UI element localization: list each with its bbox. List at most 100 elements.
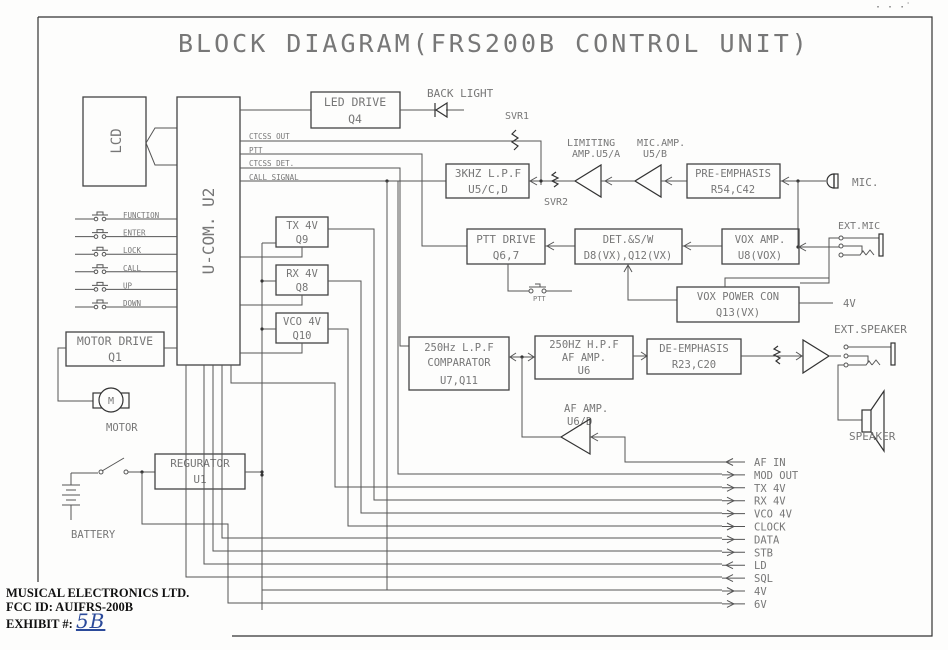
key-enter: ENTER [75,229,177,239]
led-drive-label: LED DRIVE [324,95,386,109]
det-sw-label: DET.&S/W [603,234,654,246]
stamp-exhibit-value: 5B [75,609,106,633]
pin-label: SQL [754,573,773,585]
pin-vco-4v: VCO 4V [722,509,793,521]
arrow-in-icon [724,574,734,583]
led-drive-block: LED DRIVE Q4 [310,91,401,129]
lcd-bus-arrow [145,127,177,166]
tx4v-ref: Q9 [296,234,309,246]
key-call: CALL [75,264,177,275]
pin-rx-4v: RX 4V [722,496,786,508]
push-switch-icon [92,211,108,222]
vox-power-label: VOX POWER CON [697,291,779,303]
lpf-3khz-block: 3KHZ L.P.F U5/C,D [445,163,530,199]
signal-ctcss-det: CTCSS DET. [249,159,294,168]
limiting-amp-icon [573,163,602,199]
pin-sql: SQL [722,573,773,585]
back-light-label: BACK LIGHT [427,87,494,100]
lpf-3khz-label: 3KHZ L.P.F [455,167,521,180]
det-sw-block: DET.&S/W D8(VX),Q12(VX) [574,228,683,265]
ptt-drive-ref: Q6,7 [493,249,520,262]
vox-power-ref: Q13(VX) [716,307,760,319]
pin-6v: 6V [722,599,767,611]
ext-speaker-label: EXT.SPEAKER [834,323,907,336]
af-amp-label: AF AMP. [564,403,608,415]
lpf-3khz-ref: U5/C,D [468,183,508,196]
frame-border [38,16,933,637]
speaker-label: SPEAKER [849,430,896,443]
arrow-out-icon [726,599,736,608]
det-sw-ref: D8(VX),Q12(VX) [584,250,673,262]
pre-emphasis-ref: R54,C42 [711,184,755,196]
regulator-u1-block: REGURATOR U1 [154,453,246,490]
arrow-out-icon [726,509,736,518]
vox-amp-block: VOX AMP. U8(VOX) [721,228,800,265]
svr1-label: SVR1 [505,111,529,122]
pin-label: 6V [754,599,767,611]
key-label: UP [123,281,133,290]
pin-label: RX 4V [754,496,786,508]
vox-4v-label: 4V [843,298,856,310]
pin-clock: CLOCK [722,522,786,534]
key-switches: FUNCTION ENTER LOCK CALL UP DOWN [75,211,177,310]
scan-speck: · · ·˙ [875,2,912,13]
arrow-out-icon [726,535,736,544]
lpf-250hz-ref: U7,Q11 [440,375,478,387]
vox-amp-ref: U8(VOX) [738,250,782,262]
signal-ptt: PTT [249,146,263,155]
pre-emphasis-block: PRE-EMPHASIS R54,C42 [686,163,781,199]
key-label: ENTER [123,229,146,238]
push-switch-icon [92,264,108,275]
speaker-amp-icon [802,338,831,375]
de-emphasis-block: DE-EMPHASIS R23,C20 [646,338,742,375]
arrow-in-icon [724,561,734,570]
key-label: FUNCTION [123,211,159,220]
pre-emphasis-label: PRE-EMPHASIS [695,168,771,180]
rx4v-block: RX 4V Q8 [275,264,329,296]
ext-speaker-jack-icon [843,342,896,368]
ext-mic-jack-icon [838,233,884,258]
arrow-out-icon [726,483,736,492]
af-amp-ref: U6/D [567,416,592,428]
key-down: DOWN [75,299,177,310]
stamp-fcc-id: FCC ID: AUIFRS-200B [6,600,134,614]
arrow-out-icon [726,522,736,531]
lcd-label: LCD [109,128,125,153]
pin-tx-4v: TX 4V [722,483,786,495]
svr2-resistor-icon [550,171,560,188]
speaker-icon [861,389,885,453]
regulator-label: REGURATOR [170,457,230,470]
lpf-250hz-comparator-block: 250Hz L.P.F COMPARATOR U7,Q11 [408,336,510,391]
rx4v-label: RX 4V [286,268,318,280]
pin-4v: 4V [722,586,767,598]
key-label: LOCK [123,246,142,255]
pin-ld: LD [722,560,767,572]
lcd-block: LCD [82,96,147,187]
key-label: CALL [123,264,142,273]
hpf-250hz-af-amp-block: 250HZ H.P.F AF AMP. U6 [534,335,634,380]
ucom-u2-block: U-COM. U2 [176,96,241,366]
ptt-switch-label: PTT [533,295,546,303]
hpf-250hz-ref: U6 [578,365,591,377]
key-up: UP [75,281,177,292]
push-switch-icon [92,229,108,239]
mic-label: MIC. [852,176,879,189]
arrow-out-icon [726,548,736,557]
motor-drive-block: MOTOR DRIVE Q1 [65,331,165,367]
vox-power-con-block: VOX POWER CON Q13(VX) [676,286,800,323]
ptt-switch-icon [528,283,547,294]
mic-amp-icon [633,163,662,199]
lpf-250hz-sub: COMPARATOR [427,357,491,369]
de-emphasis-label: DE-EMPHASIS [659,343,729,355]
arrow-in-icon [724,458,734,466]
battery-icon [62,473,80,520]
hpf-250hz-label: 250HZ H.P.F [549,339,619,351]
svr2-label: SVR2 [544,197,568,208]
pin-label: TX 4V [754,483,786,495]
arrow-out-icon [726,587,736,595]
key-lock: LOCK [75,246,177,257]
key-function: FUNCTION [75,211,177,222]
mic-amp-ref: U5/B [643,149,667,160]
